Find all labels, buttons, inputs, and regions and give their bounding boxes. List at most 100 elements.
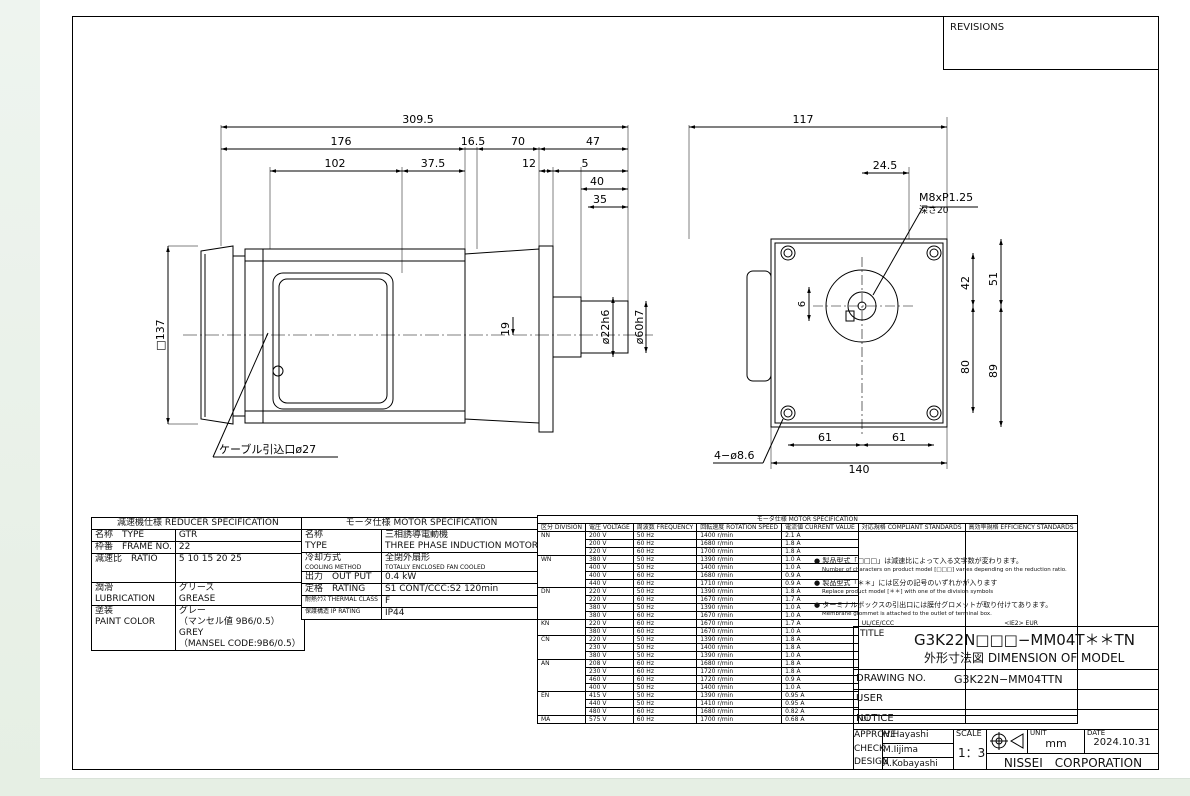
notes: ● 製品型式「□□□」は減速比によって入る文字数が変わります。Number of… bbox=[814, 557, 1067, 617]
voltage-cell: 460 V bbox=[584, 675, 634, 684]
voltage-cell: 440 V bbox=[584, 699, 634, 708]
voltage-cell: 220 V bbox=[584, 619, 634, 628]
dim-47: 47 bbox=[586, 135, 600, 148]
voltage-cell: 50 Hz bbox=[632, 643, 698, 652]
voltage-cell: 1670 r/min bbox=[696, 611, 783, 620]
dim-frame-size: □137 bbox=[154, 319, 167, 350]
voltage-cell: 380 V bbox=[584, 611, 634, 620]
voltage-cell: 60 Hz bbox=[632, 579, 698, 588]
dim-140: 140 bbox=[849, 463, 870, 476]
third-angle-projection-icon bbox=[990, 732, 1024, 750]
dim-70: 70 bbox=[511, 135, 525, 148]
dim-5: 5 bbox=[582, 157, 589, 170]
voltage-cell: 2.1 A bbox=[781, 531, 859, 540]
motor-spec-title: モータ仕様 MOTOR SPECIFICATION bbox=[300, 517, 543, 530]
division-cell: CN bbox=[537, 635, 586, 660]
voltage-cell: 60 Hz bbox=[632, 659, 698, 668]
division-cell: MA bbox=[537, 715, 586, 724]
voltage-cell: 60 Hz bbox=[632, 571, 698, 580]
voltage-cell: 0.68 A bbox=[781, 715, 859, 724]
voltage-cell: 1.8 A bbox=[781, 635, 859, 644]
voltage-cell: 380 V bbox=[584, 651, 634, 660]
voltage-cell: 1670 r/min bbox=[696, 627, 783, 636]
voltage-cell: 1720 r/min bbox=[696, 675, 783, 684]
dimension-drawing: 309.5 176 16.5 70 47 102 37.5 12 5 40 35… bbox=[154, 113, 1003, 476]
voltage-cell: 1.0 A bbox=[781, 651, 859, 660]
voltage-cell: 230 V bbox=[584, 667, 634, 676]
dim-80: 80 bbox=[959, 360, 972, 374]
projection-symbol bbox=[987, 729, 1028, 754]
front-flange bbox=[770, 238, 948, 428]
voltage-cell: 1390 r/min bbox=[696, 651, 783, 660]
side-terminal-box bbox=[746, 270, 772, 382]
revisions-label: REVISIONS bbox=[950, 22, 1005, 33]
terminal-box bbox=[272, 272, 394, 410]
voltage-cell: 1680 r/min bbox=[696, 539, 783, 548]
title-model: G3K22N□□□−MM04T＊＊TN bbox=[914, 631, 1135, 649]
dim-shaft-diameter: ø22h6 bbox=[599, 310, 612, 345]
dim-61-left: 61 bbox=[818, 431, 832, 444]
voltage-cell: 50 Hz bbox=[632, 563, 698, 572]
dim-61-right: 61 bbox=[892, 431, 906, 444]
dim-35: 35 bbox=[593, 193, 607, 206]
voltage-cell: 480 V bbox=[584, 707, 634, 716]
voltage-cell: 1390 r/min bbox=[696, 555, 783, 564]
voltage-cell: 220 V bbox=[584, 635, 634, 644]
dim-6: 6 bbox=[797, 301, 808, 307]
voltage-cell: 50 Hz bbox=[632, 531, 698, 540]
dim-12: 12 bbox=[522, 157, 536, 170]
voltage-cell: 50 Hz bbox=[632, 635, 698, 644]
voltage-cell: 50 Hz bbox=[632, 587, 698, 596]
drawing-date: 2024.10.31 bbox=[1093, 737, 1151, 748]
voltage-cell: 60 Hz bbox=[632, 675, 698, 684]
dim-pilot-diameter: ø60h7 bbox=[633, 310, 646, 345]
drawing-number: G3K22N−MM04TTN bbox=[954, 673, 1063, 686]
voltage-cell: 60 Hz bbox=[632, 611, 698, 620]
voltage-cell: 220 V bbox=[584, 595, 634, 604]
voltage-cell: 1.8 A bbox=[781, 547, 859, 556]
drawing-sheet: REVISIONS bbox=[72, 16, 1159, 770]
voltage-cell: 60 Hz bbox=[632, 715, 698, 724]
voltage-cell: 1.8 A bbox=[781, 659, 859, 668]
dim-42: 42 bbox=[959, 276, 972, 290]
dim-19: 19 bbox=[499, 322, 512, 336]
voltage-cell: 60 Hz bbox=[632, 619, 698, 628]
voltage-cell: 380 V bbox=[584, 627, 634, 636]
voltage-cell: 380 V bbox=[584, 603, 634, 612]
voltage-cell: 0.82 A bbox=[781, 707, 859, 716]
division-cell: NN bbox=[537, 531, 586, 556]
voltage-cell: 60 Hz bbox=[632, 707, 698, 716]
voltage-cell: 1400 r/min bbox=[696, 643, 783, 652]
voltage-cell: 1680 r/min bbox=[696, 571, 783, 580]
voltage-cell: 1700 r/min bbox=[696, 715, 783, 724]
reducer-spec-title: 減速機仕様 REDUCER SPECIFICATION bbox=[91, 517, 305, 530]
division-cell: EN bbox=[537, 691, 586, 716]
voltage-cell: 1710 r/min bbox=[696, 579, 783, 588]
voltage-cell: 208 V bbox=[584, 659, 634, 668]
division-cell: KN bbox=[537, 619, 586, 636]
voltage-cell: 1390 r/min bbox=[696, 691, 783, 700]
voltage-cell: 60 Hz bbox=[632, 595, 698, 604]
motor-end-ring bbox=[232, 255, 246, 417]
voltage-cell: 1680 r/min bbox=[696, 707, 783, 716]
revisions-box: REVISIONS bbox=[943, 17, 1158, 70]
dim-mounting-holes: 4−ø8.6 bbox=[714, 449, 754, 462]
voltage-cell: 200 V bbox=[584, 539, 634, 548]
voltage-cell: 60 Hz bbox=[632, 627, 698, 636]
voltage-cell: 0.95 A bbox=[781, 691, 859, 700]
dim-16-5: 16.5 bbox=[461, 135, 486, 148]
voltage-cell: 50 Hz bbox=[632, 699, 698, 708]
title-subtitle: 外形寸法図 DIMENSION OF MODEL bbox=[924, 651, 1125, 665]
fan-cover bbox=[200, 245, 234, 425]
company-name: NISSEI CORPORATION bbox=[1003, 756, 1143, 770]
efficiency-cell: <IE2> EUR bbox=[964, 531, 1078, 716]
dim-24-5: 24.5 bbox=[873, 159, 898, 172]
voltage-cell: 415 V bbox=[584, 691, 634, 700]
compliant-cell: UL/CE/CCC bbox=[857, 531, 966, 716]
